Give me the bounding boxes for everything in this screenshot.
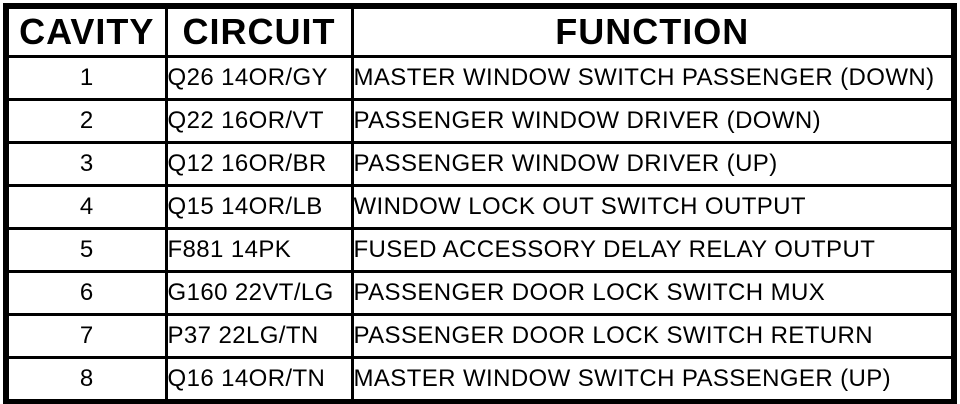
cavity-cell: 8 bbox=[4, 356, 168, 404]
connector-pinout-table: CAVITY CIRCUIT FUNCTION 1 Q26 14OR/GY MA… bbox=[3, 3, 957, 404]
circuit-cell: Q12 16OR/BR bbox=[164, 141, 354, 187]
table-row: 3 Q12 16OR/BR PASSENGER WINDOW DRIVER (U… bbox=[4, 141, 956, 187]
circuit-cell: P37 22LG/TN bbox=[164, 313, 354, 359]
cavity-cell: 3 bbox=[4, 141, 168, 187]
cavity-cell: 5 bbox=[4, 227, 168, 273]
table-row: 4 Q15 14OR/LB WINDOW LOCK OUT SWITCH OUT… bbox=[4, 184, 956, 230]
cavity-cell: 6 bbox=[4, 270, 168, 316]
column-header-function: FUNCTION bbox=[350, 4, 956, 58]
cavity-cell: 2 bbox=[4, 98, 168, 144]
table-row: 7 P37 22LG/TN PASSENGER DOOR LOCK SWITCH… bbox=[4, 313, 956, 359]
table-row: 5 F881 14PK FUSED ACCESSORY DELAY RELAY … bbox=[4, 227, 956, 273]
cavity-cell: 7 bbox=[4, 313, 168, 359]
table-row: 2 Q22 16OR/VT PASSENGER WINDOW DRIVER (D… bbox=[4, 98, 956, 144]
column-header-cavity: CAVITY bbox=[4, 4, 168, 58]
function-cell: MASTER WINDOW SWITCH PASSENGER (DOWN) bbox=[350, 55, 956, 101]
table-row: 8 Q16 14OR/TN MASTER WINDOW SWITCH PASSE… bbox=[4, 356, 956, 404]
circuit-cell: Q26 14OR/GY bbox=[164, 55, 354, 101]
table-row: 1 Q26 14OR/GY MASTER WINDOW SWITCH PASSE… bbox=[4, 55, 956, 101]
function-cell: FUSED ACCESSORY DELAY RELAY OUTPUT bbox=[350, 227, 956, 273]
circuit-cell: Q22 16OR/VT bbox=[164, 98, 354, 144]
function-cell: PASSENGER WINDOW DRIVER (DOWN) bbox=[350, 98, 956, 144]
cavity-cell: 1 bbox=[4, 55, 168, 101]
table-row: 6 G160 22VT/LG PASSENGER DOOR LOCK SWITC… bbox=[4, 270, 956, 316]
function-cell: PASSENGER WINDOW DRIVER (UP) bbox=[350, 141, 956, 187]
function-cell: PASSENGER DOOR LOCK SWITCH MUX bbox=[350, 270, 956, 316]
function-cell: WINDOW LOCK OUT SWITCH OUTPUT bbox=[350, 184, 956, 230]
table-header-row: CAVITY CIRCUIT FUNCTION bbox=[4, 4, 956, 58]
cavity-cell: 4 bbox=[4, 184, 168, 230]
column-header-circuit: CIRCUIT bbox=[164, 4, 354, 58]
function-cell: MASTER WINDOW SWITCH PASSENGER (UP) bbox=[350, 356, 956, 404]
circuit-cell: Q15 14OR/LB bbox=[164, 184, 354, 230]
function-cell: PASSENGER DOOR LOCK SWITCH RETURN bbox=[350, 313, 956, 359]
circuit-cell: F881 14PK bbox=[164, 227, 354, 273]
circuit-cell: Q16 14OR/TN bbox=[164, 356, 354, 404]
circuit-cell: G160 22VT/LG bbox=[164, 270, 354, 316]
